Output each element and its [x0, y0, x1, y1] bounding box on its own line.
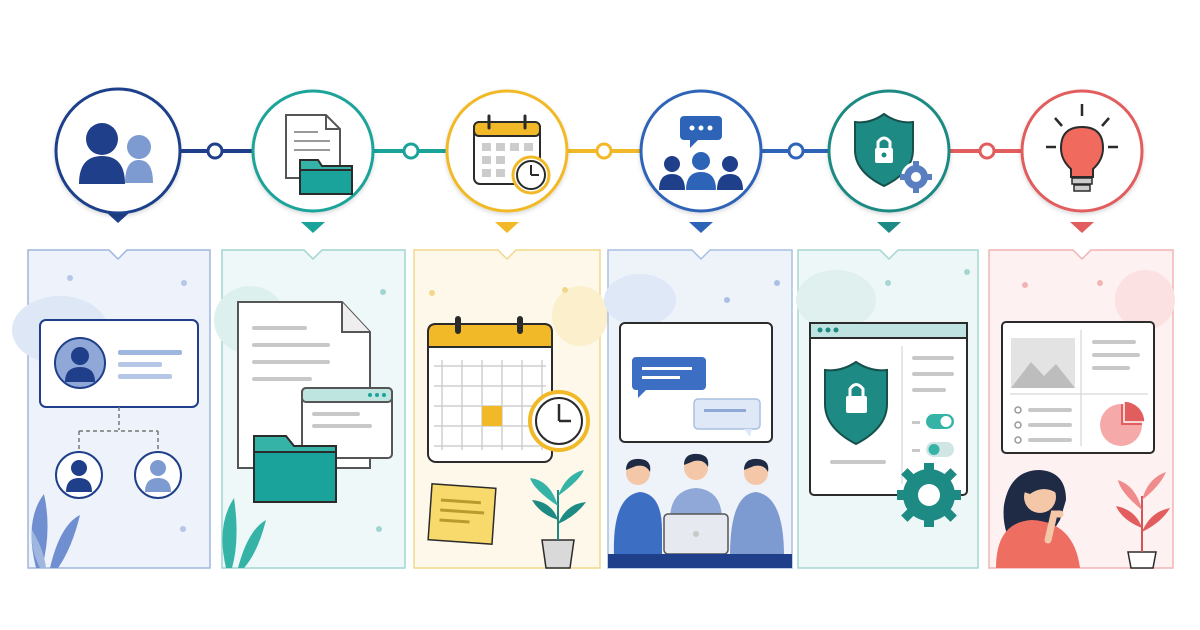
connector-node [595, 142, 613, 160]
team-people [608, 453, 792, 568]
step-marker-team [54, 87, 182, 223]
step-marker-communicate [639, 89, 763, 233]
thinking-person [996, 470, 1080, 568]
panel-insight [988, 249, 1175, 569]
sticky-note [427, 483, 497, 545]
shield-lock-gear-icon [854, 112, 932, 193]
lightbulb-icon [1046, 104, 1118, 192]
chat-bubble [632, 357, 706, 390]
gear-icon [897, 463, 961, 527]
potted-plant [530, 470, 586, 569]
chat-team-icon [659, 116, 743, 190]
step-marker-insight [1020, 89, 1144, 233]
connector-line [178, 142, 1022, 160]
step-marker-security [827, 89, 951, 233]
plant-leaves [31, 494, 80, 568]
panel-security [796, 249, 979, 569]
step-marker-documents [251, 89, 375, 233]
connector-node [402, 142, 420, 160]
panel-documents [214, 249, 406, 569]
step-marker-schedule [445, 89, 569, 233]
panel-communicate [604, 249, 793, 569]
panel-schedule [413, 249, 608, 569]
potted-plant [1116, 472, 1170, 569]
connector-node [206, 142, 224, 160]
pie-chart-icon [1100, 400, 1146, 446]
panel-team [12, 249, 211, 569]
chat-bubble [693, 398, 761, 430]
calendar-clock-icon [473, 114, 551, 195]
plant-leaves [222, 498, 266, 568]
connector-node [978, 142, 996, 160]
document-folder-icon [285, 114, 353, 195]
connector-node [787, 142, 805, 160]
desk [608, 554, 792, 568]
user-group-icon [79, 123, 153, 184]
